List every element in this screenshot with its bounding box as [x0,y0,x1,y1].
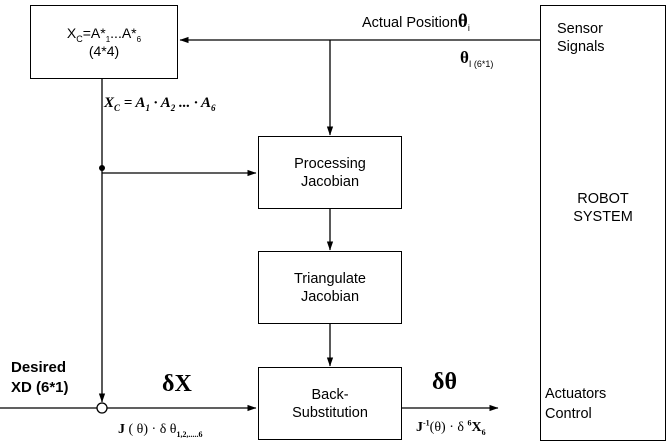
backsub-line2: Substitution [292,404,368,421]
back-substitution-block: Back- Substitution [258,367,402,440]
jinv-x: X [471,420,482,435]
junction-dot [99,165,105,171]
actuator-line1: Actuators [545,386,607,402]
processing-line2: Jacobian [300,173,360,190]
robot-system-block [540,5,666,441]
actual-position-label: Actual Positionθi [362,11,470,33]
jinv-sup: -1 [423,418,430,428]
xc-sub-1: 1 [105,34,111,44]
triangulate-jacobian-block: Triangulate Jacobian [258,251,402,324]
desired-line1: Desired [11,359,67,376]
xc-sub-c: C [76,33,83,44]
xc-lead: X [66,25,77,41]
xcp-s1: 1 [145,103,151,113]
sensor-line2: Signals [557,39,605,55]
triangulate-line2: Jacobian [300,288,360,305]
theta-vector-label: θI (6*1) [460,48,494,70]
xc-sub-6: 6 [136,34,142,44]
robot-name-line2: SYSTEM [573,209,633,225]
summing-junction [96,402,108,414]
xcp-a1: A [135,95,146,111]
xcp-eq: = [120,95,136,111]
delta-x-label: δX [162,371,192,397]
sensor-signals-label: Sensor Signals [557,20,605,56]
xc-product-label: XC = A1 · A2 ... · A6 [104,95,216,113]
xcp-s2: 2 [170,103,176,113]
xc-matrix-block: XC=A*1...A*6 (4*4) [30,5,178,79]
xcp-a2: A [160,95,171,111]
j-theta-j: J [118,422,125,437]
j-inverse-label: J-1(θ) · δ 6X6 [416,418,486,437]
actuators-control-label: Actuators Control [545,384,606,424]
sensor-line1: Sensor [557,21,603,37]
xc-dots: ...A* [110,25,137,41]
robot-name-line1: ROBOT [577,191,629,207]
xcp-ell: ... · [175,95,201,111]
j-theta-sub: 1,2,.....6 [176,429,203,439]
actual-position-sub: i [467,22,470,33]
triangulate-line1: Triangulate [293,270,366,287]
xcp-dot1: · [150,95,161,111]
delta-theta-label: δθ [432,369,457,395]
xcp-c: C [114,103,121,113]
xc-eq: =A* [82,25,106,41]
processing-jacobian-block: Processing Jacobian [258,136,402,209]
processing-line1: Processing [294,155,366,172]
xcp-x: X [104,95,115,111]
xc-matrix-formula: XC=A*1...A*6 [66,24,142,44]
actual-position-text: Actual Position [362,15,458,31]
desired-xd-label: Desired XD (6*1) [11,358,69,398]
jinv-body: (θ) · δ [429,420,468,435]
jinv-j: J [416,420,423,435]
xcp-s6: 6 [210,103,216,113]
robot-system-label: ROBOT SYSTEM [540,190,666,226]
actuator-line2: Control [545,406,592,422]
backsub-line1: Back- [311,386,349,403]
theta-vector-symbol: θ [460,48,469,67]
desired-line2: XD (6*1) [11,379,69,396]
xcp-a6: A [200,95,211,111]
j-theta-label: J ( θ) · δ θ1,2,.....6 [118,422,203,439]
actual-position-theta: θ [457,11,468,32]
j-theta-body: ( θ) · δ θ [125,422,177,437]
jinv-sup6: 6 [467,418,472,428]
xc-matrix-size: (4*4) [88,43,120,59]
theta-vector-sub: I (6*1) [468,59,494,70]
jinv-sub6: 6 [481,427,486,437]
